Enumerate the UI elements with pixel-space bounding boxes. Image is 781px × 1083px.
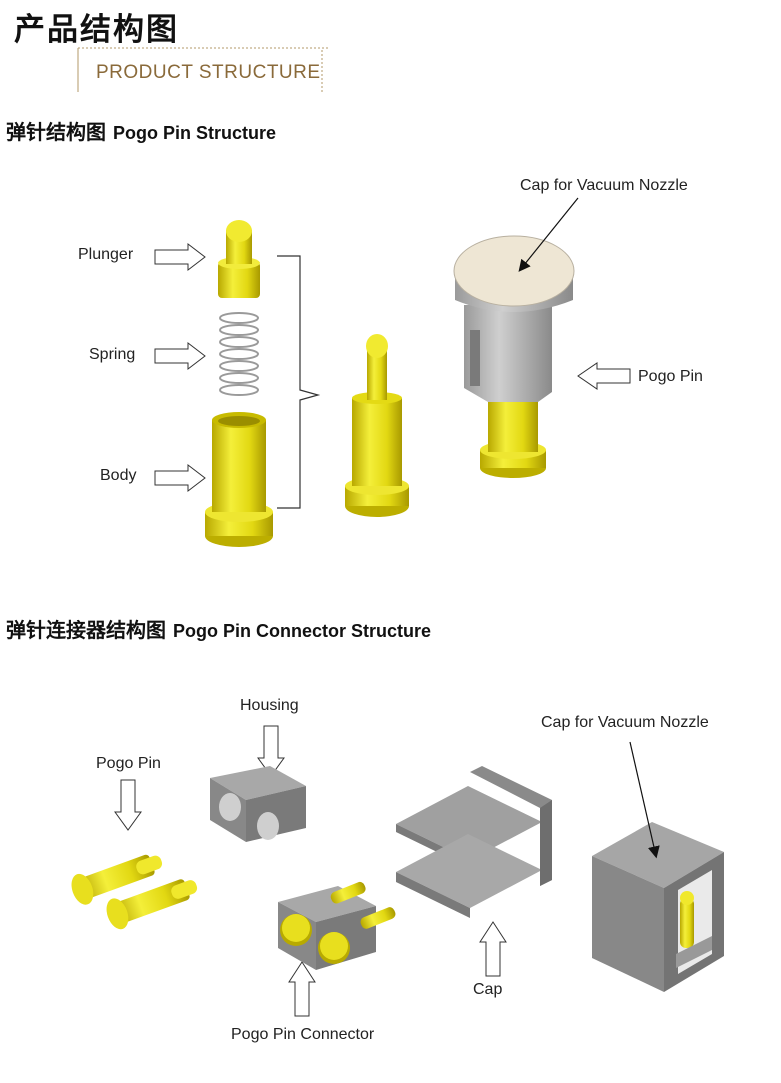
arrow-connector [288, 961, 316, 1017]
page-subtitle: PRODUCT STRUCTURE [96, 62, 321, 83]
housing-part [210, 766, 306, 842]
arrow-plunger [154, 242, 206, 272]
section1-title-cn: 弹针结构图 [6, 120, 106, 144]
label-cap: Cap [473, 981, 503, 998]
pogo-pin-connector-part [278, 881, 396, 970]
header-decoration [77, 47, 330, 92]
pointer-cap-vacuum [629, 741, 660, 859]
label-cap-vacuum-nozzle: Cap for Vacuum Nozzle [520, 177, 688, 194]
label-body: Body [100, 467, 137, 484]
section1-title: 弹针结构图 Pogo Pin Structure [6, 116, 276, 145]
section2-title-en: Pogo Pin Connector Structure [172, 621, 431, 641]
arrow-pogo-pin [577, 362, 631, 390]
spring-part [219, 312, 259, 396]
label-connector-cap-vacuum-nozzle: Cap for Vacuum Nozzle [541, 714, 709, 731]
page-title: 产品结构图 [14, 12, 179, 48]
arrow-spring [154, 341, 206, 371]
body-part [205, 412, 273, 547]
section2-title-cn: 弹针连接器结构图 [6, 618, 166, 642]
label-plunger: Plunger [78, 246, 134, 263]
label-pogo-pin: Pogo Pin [638, 368, 703, 385]
pogo-pins-pair [71, 854, 198, 930]
assembled-pogo-pin [345, 334, 409, 517]
assembly-bracket [277, 255, 321, 509]
label-connector-pogo-pin: Pogo Pin [96, 755, 161, 772]
arrow-housing [257, 725, 285, 777]
label-spring: Spring [89, 346, 136, 363]
arrow-pogo-pins [114, 779, 142, 831]
arrow-body [154, 463, 206, 493]
arrow-cap [479, 921, 507, 977]
cap-vacuum-nozzle-assembly [592, 822, 724, 992]
section2-title: 弹针连接器结构图 Pogo Pin Connector Structure [6, 614, 431, 643]
label-pogo-pin-connector: Pogo Pin Connector [231, 1026, 375, 1043]
pogo-pin-with-cap [453, 235, 575, 478]
plunger-part [218, 220, 260, 298]
pointer-cap [518, 197, 579, 272]
cap-part [396, 766, 552, 918]
section1-title-en: Pogo Pin Structure [112, 123, 276, 143]
label-housing: Housing [240, 697, 299, 714]
